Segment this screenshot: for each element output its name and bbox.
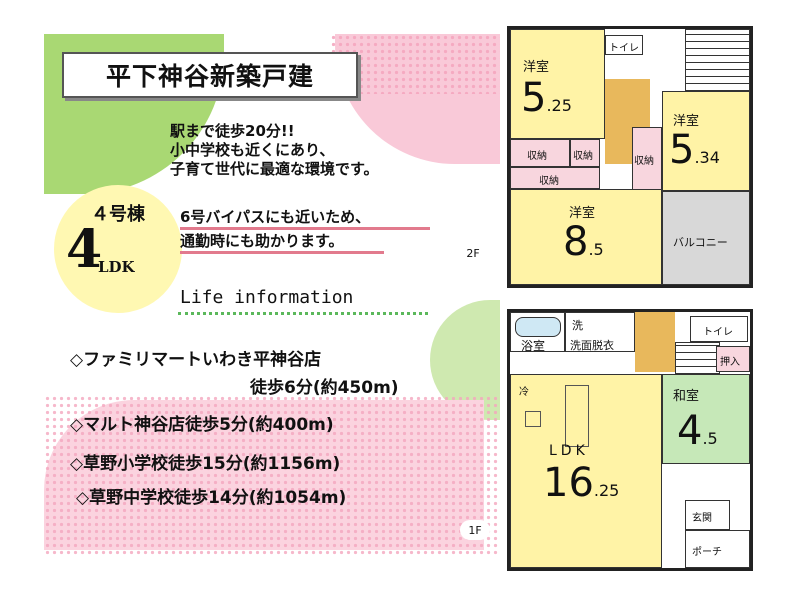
nearby-spot: ◇ファミリマートいわき平神谷店 <box>70 350 322 370</box>
layout-number: 4 <box>66 219 103 280</box>
porch: ポーチ <box>685 530 750 568</box>
page-title: 平下神谷新築戸建 <box>62 52 358 98</box>
nearby-spot: ◇マルト神谷店徒歩5分(約400m) <box>70 415 334 435</box>
kitchen-counter <box>565 385 589 447</box>
washroom: 洗 洗面脱衣 <box>565 312 635 352</box>
area-value: 16.25 <box>543 460 620 506</box>
storage: 収納 <box>510 167 600 189</box>
description-line: 駅まで徒歩20分!! <box>170 122 295 140</box>
staircase-2f <box>685 29 750 91</box>
description-line: 小中学校も近くにあり、 <box>170 141 335 159</box>
toilet-1f: トイレ <box>690 316 748 342</box>
balcony: バルコニー <box>662 191 750 285</box>
floor-tag-2f: 2F <box>458 243 488 263</box>
unit-badge <box>54 185 182 313</box>
highlight-line: 6号バイパスにも近いため、 <box>180 208 431 230</box>
storage: 収納 <box>510 139 570 167</box>
staircase-1f <box>675 342 720 374</box>
storage: 収納 <box>632 127 662 191</box>
toilet-2f: トイレ <box>605 35 643 55</box>
japanese-room: 和室 4.5 <box>662 374 750 464</box>
area-value: 5.25 <box>521 75 572 121</box>
dot-pattern-top <box>330 34 500 94</box>
dot-pattern-bottom <box>44 395 499 555</box>
area-value: 5.34 <box>669 127 720 173</box>
kitchen-marker <box>525 411 541 427</box>
area-value: 4.5 <box>677 408 718 454</box>
nearby-spot-distance: 徒歩6分(約450m) <box>250 378 399 398</box>
description-line: 子育て世代に最適な環境です。 <box>170 160 379 178</box>
ldk: 冷 LDK 16.25 <box>510 374 662 568</box>
life-info-heading: Life information <box>180 287 354 308</box>
closet: 押入 <box>716 346 750 372</box>
floor-tag-1f: 1F <box>460 520 490 540</box>
unit-number: ４号棟 <box>91 204 145 225</box>
entrance: 玄関 <box>685 500 730 530</box>
nearby-spot: ◇草野小学校徒歩15分(約1156m) <box>70 454 341 474</box>
bathroom: 浴室 <box>510 312 565 353</box>
dotted-divider <box>178 312 428 315</box>
room-western-8-5: 洋室 8.5 <box>510 189 662 285</box>
corridor <box>635 312 675 372</box>
room-western-5-34: 洋室 5.34 <box>662 91 750 191</box>
highlight-line: 通勤時にも助かります。 <box>180 232 384 254</box>
floor-plan-1f: 浴室 洗 洗面脱衣 トイレ 押入 和室 4.5 冷 LDK 16.25 玄関 ポ… <box>507 309 753 571</box>
room-western-5-25: 洋室 5.25 <box>510 29 605 139</box>
storage: 収納 <box>570 139 600 167</box>
floor-plan-2f: 洋室 5.25 トイレ 洋室 5.34 収納 収納 収納 収納 洋室 8.5 バ… <box>507 26 753 288</box>
nearby-spot: ◇草野中学校徒歩14分(約1054m) <box>76 488 347 508</box>
layout-type: LDK <box>98 258 135 276</box>
area-value: 8.5 <box>563 219 604 265</box>
